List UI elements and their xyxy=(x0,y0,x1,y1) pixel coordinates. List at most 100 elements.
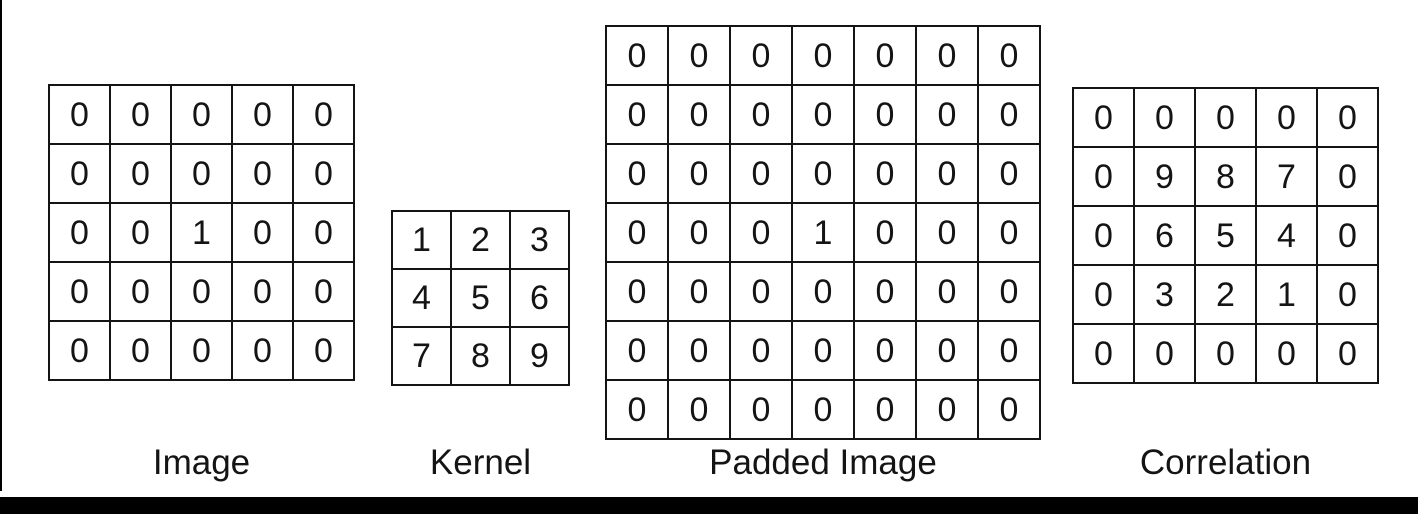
matrix-cell: 0 xyxy=(606,85,668,144)
matrix-cell: 0 xyxy=(916,144,978,203)
matrix-cell: 0 xyxy=(232,203,293,262)
matrix-cell: 0 xyxy=(1195,88,1256,147)
matrix-cell: 0 xyxy=(854,321,916,380)
matrix-cell: 3 xyxy=(1134,265,1195,324)
matrix-cell: 0 xyxy=(792,262,854,321)
matrix-cell: 0 xyxy=(232,262,293,321)
matrix-cell: 0 xyxy=(293,85,354,144)
matrix-cell: 0 xyxy=(978,203,1040,262)
matrix-cell: 0 xyxy=(730,203,792,262)
matrix-cell: 0 xyxy=(171,85,232,144)
matrix-cell: 0 xyxy=(792,321,854,380)
matrix-cell: 0 xyxy=(854,262,916,321)
matrix-cell: 0 xyxy=(110,262,171,321)
matrix-cell: 4 xyxy=(1256,206,1317,265)
matrix-cell: 0 xyxy=(1134,324,1195,383)
matrix-cell: 0 xyxy=(606,26,668,85)
correlation-matrix-label: Correlation xyxy=(1139,443,1312,482)
matrix-cell: 0 xyxy=(792,26,854,85)
matrix-cell: 0 xyxy=(1195,324,1256,383)
matrix-cell: 0 xyxy=(1317,206,1378,265)
matrix-cell: 0 xyxy=(49,85,110,144)
matrix-cell: 0 xyxy=(668,85,730,144)
matrix-cell: 5 xyxy=(1195,206,1256,265)
matrix-cell: 0 xyxy=(1317,265,1378,324)
matrix-cell: 0 xyxy=(916,85,978,144)
matrix-cell: 0 xyxy=(854,85,916,144)
matrix-cell: 0 xyxy=(110,203,171,262)
matrix-cell: 0 xyxy=(606,203,668,262)
matrix-cell: 0 xyxy=(792,85,854,144)
matrix-cell: 0 xyxy=(606,262,668,321)
matrix-cell: 0 xyxy=(854,144,916,203)
matrix-cell: 0 xyxy=(730,144,792,203)
matrix-cell: 6 xyxy=(1134,206,1195,265)
matrix-cell: 4 xyxy=(392,269,451,327)
matrix-cell: 0 xyxy=(606,380,668,439)
matrix-cell: 0 xyxy=(1256,324,1317,383)
matrix-cell: 2 xyxy=(1195,265,1256,324)
matrix-cell: 0 xyxy=(1073,147,1134,206)
matrix-cell: 9 xyxy=(510,327,569,385)
matrix-cell: 0 xyxy=(293,144,354,203)
matrix-cell: 8 xyxy=(451,327,510,385)
matrix-cell: 0 xyxy=(730,85,792,144)
matrix-cell: 0 xyxy=(916,321,978,380)
bottom-black-bar xyxy=(0,497,1418,514)
matrix-cell: 0 xyxy=(978,144,1040,203)
matrix-cell: 0 xyxy=(1073,88,1134,147)
matrix-cell: 0 xyxy=(730,380,792,439)
matrix-cell: 0 xyxy=(668,262,730,321)
matrix-cell: 0 xyxy=(49,262,110,321)
matrix-cell: 0 xyxy=(110,85,171,144)
matrix-cell: 3 xyxy=(510,211,569,269)
window-left-edge xyxy=(0,0,2,491)
matrix-cell: 0 xyxy=(49,321,110,380)
matrix-cell: 0 xyxy=(978,321,1040,380)
matrix-cell: 0 xyxy=(854,26,916,85)
matrix-cell: 0 xyxy=(49,203,110,262)
matrix-cell: 0 xyxy=(1317,147,1378,206)
matrix-cell: 0 xyxy=(730,321,792,380)
matrix-cell: 0 xyxy=(293,203,354,262)
matrix-cell: 0 xyxy=(1073,265,1134,324)
matrix-cell: 0 xyxy=(293,321,354,380)
matrix-cell: 0 xyxy=(668,380,730,439)
padded-image-matrix-label: Padded Image xyxy=(709,443,937,482)
matrix-cell: 0 xyxy=(668,321,730,380)
matrix-cell: 9 xyxy=(1134,147,1195,206)
matrix-cell: 0 xyxy=(792,144,854,203)
image-matrix-label: Image xyxy=(152,443,251,482)
matrix-cell: 0 xyxy=(916,262,978,321)
matrix-cell: 0 xyxy=(854,203,916,262)
matrix-cell: 1 xyxy=(392,211,451,269)
matrix-cell: 0 xyxy=(171,144,232,203)
matrix-cell: 8 xyxy=(1195,147,1256,206)
matrix-cell: 0 xyxy=(49,144,110,203)
matrix-cell: 1 xyxy=(171,203,232,262)
matrix-cell: 0 xyxy=(730,26,792,85)
matrix-cell: 0 xyxy=(978,26,1040,85)
matrix-cell: 0 xyxy=(232,144,293,203)
matrix-cell: 6 xyxy=(510,269,569,327)
matrix-cell: 0 xyxy=(792,380,854,439)
matrix-cell: 0 xyxy=(1256,88,1317,147)
matrix-cell: 0 xyxy=(668,144,730,203)
matrix-cell: 0 xyxy=(232,85,293,144)
matrix-cell: 0 xyxy=(1073,324,1134,383)
matrix-cell: 0 xyxy=(1317,88,1378,147)
kernel-matrix-label: Kernel xyxy=(429,443,532,482)
matrix-cell: 0 xyxy=(606,321,668,380)
matrix-cell: 0 xyxy=(232,321,293,380)
matrix-cell: 0 xyxy=(978,85,1040,144)
matrix-cell: 0 xyxy=(916,203,978,262)
matrix-cell: 0 xyxy=(916,380,978,439)
matrix-cell: 0 xyxy=(730,262,792,321)
matrix-cell: 2 xyxy=(451,211,510,269)
matrix-cell: 0 xyxy=(978,262,1040,321)
matrix-cell: 0 xyxy=(668,26,730,85)
matrix-cell: 0 xyxy=(110,144,171,203)
